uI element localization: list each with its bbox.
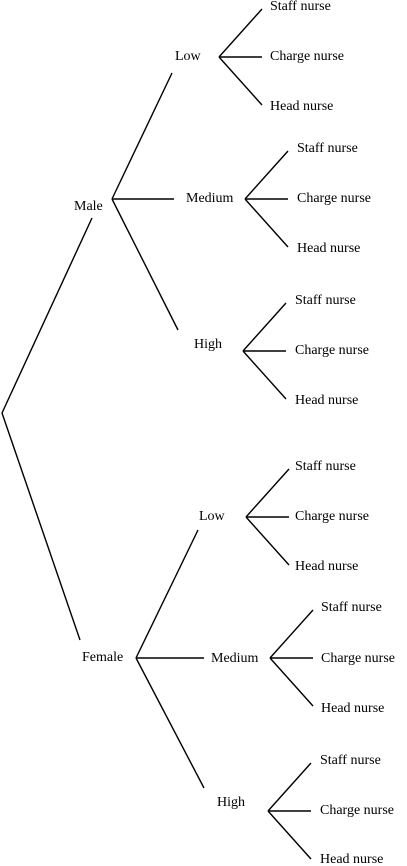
node-male: Male [74,199,103,214]
node-male-medium: Medium [186,191,234,206]
leaf-male-high-staff: Staff nurse [295,293,356,308]
edge-root-female [1,412,81,641]
leaf-female-low-head: Head nurse [295,559,358,574]
leaf-male-low-charge: Charge nurse [270,49,344,64]
edge-male-high [111,198,179,331]
node-female-high: High [217,795,245,810]
edge-male-high-staff [242,302,287,352]
edge-female-high-head [267,810,312,860]
edge-female-medium-staff [269,609,314,659]
edge-female-low-head [245,516,290,566]
leaf-female-high-charge: Charge nurse [320,803,394,818]
edge-root-male [1,217,93,414]
leaf-female-high-head: Head nurse [320,852,383,866]
leaf-female-medium-head: Head nurse [321,701,384,716]
node-female-medium: Medium [211,651,259,666]
leaf-male-high-charge: Charge nurse [295,343,369,358]
edge-female-low [135,529,199,659]
leaf-female-low-staff: Staff nurse [295,459,356,474]
leaf-female-low-charge: Charge nurse [295,509,369,524]
edge-male-low-head [218,56,263,106]
node-male-high: High [194,337,222,352]
node-female: Female [82,650,123,665]
edge-female-medium-head [269,657,314,707]
node-female-low: Low [199,509,226,524]
edge-male-medium-staff [244,150,289,200]
edge-male-low-staff [218,8,263,58]
node-male-low: Low [175,49,202,64]
leaf-male-low-head: Head nurse [270,99,333,114]
leaf-male-low-staff: Staff nurse [270,0,331,14]
leaf-male-high-head: Head nurse [295,393,358,408]
edge-male-high-head [242,350,287,400]
leaf-female-high-staff: Staff nurse [320,753,381,768]
leaf-female-medium-staff: Staff nurse [321,600,382,615]
edge-female-high [135,657,205,789]
edge-male-medium-head [244,198,289,248]
leaf-male-medium-staff: Staff nurse [297,141,358,156]
leaf-male-medium-charge: Charge nurse [297,191,371,206]
edge-male-low [111,72,173,200]
leaf-male-medium-head: Head nurse [297,241,360,256]
leaf-female-medium-charge: Charge nurse [321,651,395,666]
edge-female-low-staff [245,468,290,518]
edge-female-high-staff [267,762,312,812]
